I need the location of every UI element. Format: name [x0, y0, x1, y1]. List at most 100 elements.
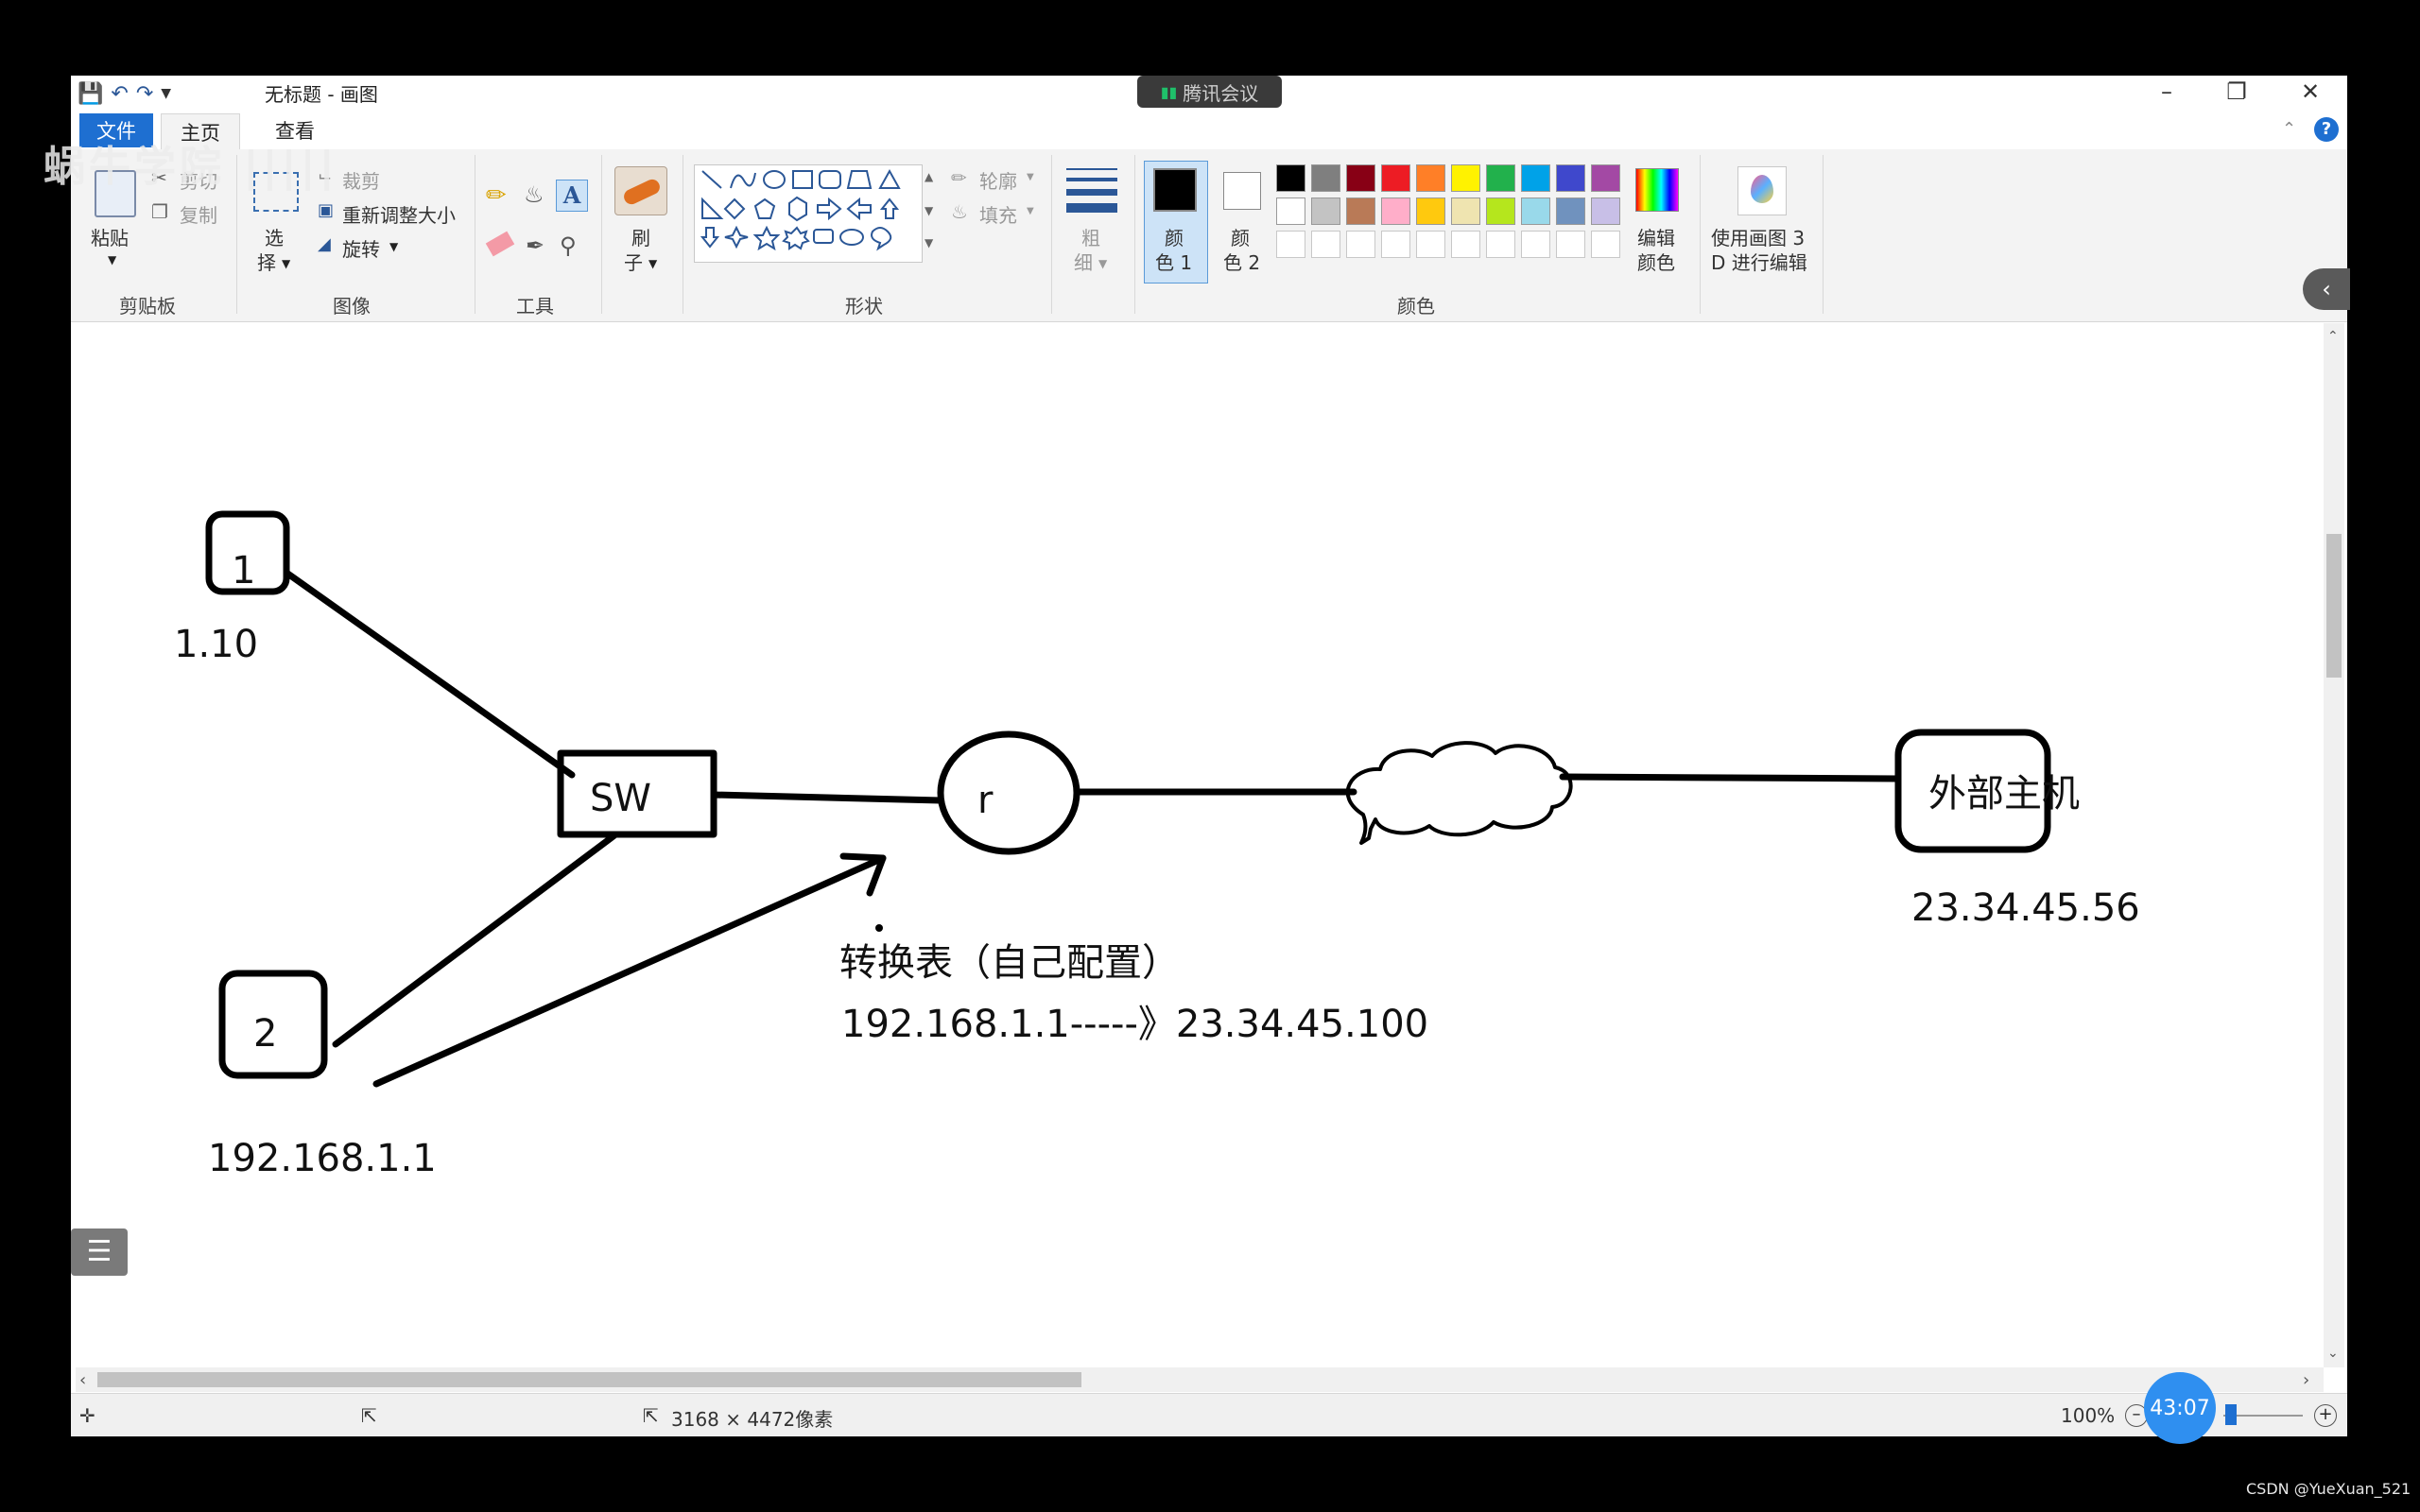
paint3d-button-line1[interactable]: 使用画图 3 [1711, 227, 1806, 249]
cut-button[interactable]: 剪切 [180, 170, 217, 193]
color-swatch[interactable] [1416, 198, 1445, 225]
color-swatch[interactable] [1521, 164, 1550, 192]
color-swatch[interactable] [1311, 198, 1340, 225]
zoom-slider[interactable] [2223, 1415, 2303, 1417]
color-swatch[interactable] [1486, 198, 1515, 225]
restore-button[interactable]: ❐ [2226, 78, 2247, 105]
magnifier-icon[interactable]: ⚲ [560, 232, 577, 259]
custom-color-slot[interactable] [1451, 231, 1480, 258]
horizontal-scroll-thumb[interactable] [97, 1372, 1081, 1387]
rotate-dropdown-icon[interactable]: ▼ [389, 240, 399, 253]
color-swatch[interactable] [1346, 164, 1375, 192]
custom-color-slot[interactable] [1311, 231, 1340, 258]
collapse-ribbon-icon[interactable]: ⌃ [2282, 119, 2297, 139]
color-swatch[interactable] [1591, 164, 1620, 192]
text-tool-icon[interactable]: A [556, 180, 588, 212]
resize-icon[interactable]: ▣ [318, 200, 335, 220]
vertical-scrollbar[interactable] [2324, 323, 2344, 1367]
drawing-canvas[interactable] [76, 323, 2324, 1367]
close-button[interactable]: ✕ [2300, 78, 2321, 105]
tab-file[interactable]: 文件 [79, 113, 153, 147]
help-button[interactable]: ? [2314, 117, 2339, 142]
shapes-expand-icon[interactable]: ▼ [925, 236, 934, 249]
color-swatch[interactable] [1381, 198, 1410, 225]
paint3d-icon[interactable] [1737, 166, 1787, 215]
custom-color-slot[interactable] [1486, 231, 1515, 258]
crop-button[interactable]: 裁剪 [342, 170, 380, 193]
edit-colors-top[interactable]: 编辑 [1637, 227, 1675, 249]
custom-color-slot[interactable] [1556, 231, 1585, 258]
scroll-right-icon[interactable]: › [2303, 1370, 2310, 1390]
select-button-top[interactable]: 选 [265, 227, 284, 249]
copy-icon[interactable]: ❐ [151, 200, 168, 223]
size-icon[interactable] [1066, 168, 1117, 213]
color2-label-top[interactable]: 颜 [1231, 227, 1250, 249]
minimize-button[interactable]: – [2161, 78, 2172, 105]
shapes-scroll-up-icon[interactable]: ▲ [925, 170, 934, 183]
custom-color-slot[interactable] [1381, 231, 1410, 258]
color-swatch[interactable] [1276, 198, 1305, 225]
fill-button[interactable]: 填充 [979, 204, 1017, 227]
paste-dropdown-icon[interactable]: ▼ [108, 253, 117, 266]
fill-bucket-icon[interactable]: ♨ [524, 181, 544, 208]
crop-icon[interactable]: ⌙ [318, 166, 333, 186]
fill-dropdown-icon[interactable]: ▼ [1027, 206, 1034, 216]
tab-home[interactable]: 主页 [161, 113, 240, 150]
brushes-button-bottom[interactable]: 子 [624, 251, 643, 274]
save-icon[interactable]: 💾 [78, 81, 104, 106]
custom-color-slot[interactable] [1521, 231, 1550, 258]
outline-icon[interactable]: ✏ [951, 166, 967, 189]
select-icon[interactable] [253, 172, 299, 212]
color-picker-icon[interactable]: ✒ [526, 232, 545, 259]
zoom-slider-thumb[interactable] [2225, 1404, 2237, 1425]
color-swatch[interactable] [1346, 198, 1375, 225]
color-swatch[interactable] [1381, 164, 1410, 192]
color2-swatch[interactable] [1223, 172, 1261, 210]
select-dropdown-icon[interactable]: ▼ [282, 257, 291, 270]
scroll-left-icon[interactable]: ‹ [79, 1370, 87, 1390]
edit-colors-bottom[interactable]: 颜色 [1637, 251, 1675, 274]
color-swatch[interactable] [1591, 198, 1620, 225]
brushes-button-top[interactable]: 刷 [631, 227, 650, 249]
scroll-up-icon[interactable]: ⌃ [2327, 329, 2339, 344]
side-panel-toggle[interactable]: ‹ [2303, 268, 2350, 310]
custom-color-slot[interactable] [1416, 231, 1445, 258]
tab-view[interactable]: 查看 [275, 120, 315, 143]
color-swatch[interactable] [1486, 164, 1515, 192]
color-swatch[interactable] [1311, 164, 1340, 192]
paste-button[interactable]: 粘贴 [91, 227, 129, 249]
custom-color-slot[interactable] [1591, 231, 1620, 258]
paste-icon[interactable] [95, 170, 136, 217]
outline-button[interactable]: 轮廓 [979, 170, 1017, 193]
color-swatch[interactable] [1556, 164, 1585, 192]
color2-label-bottom[interactable]: 色 2 [1223, 251, 1261, 274]
vertical-scroll-thumb[interactable] [2326, 534, 2342, 678]
color-swatch[interactable] [1416, 164, 1445, 192]
edit-colors-icon[interactable] [1635, 168, 1679, 212]
size-button-top[interactable]: 粗 [1081, 227, 1100, 249]
size-button-bottom[interactable]: 细 [1074, 251, 1093, 274]
color-swatch[interactable] [1451, 164, 1480, 192]
pencil-icon[interactable]: ✏ [486, 181, 507, 210]
meeting-badge[interactable]: ▮▮ 腾讯会议 [1137, 76, 1282, 108]
brushes-dropdown-icon[interactable]: ▼ [648, 257, 658, 270]
color-swatch[interactable] [1521, 198, 1550, 225]
shapes-gallery[interactable] [694, 164, 923, 263]
redo-icon[interactable]: ↷ [135, 81, 154, 106]
shapes-scroll-down-icon[interactable]: ▼ [925, 204, 934, 217]
color-swatch[interactable] [1276, 164, 1305, 192]
copy-button[interactable]: 复制 [180, 204, 217, 227]
scroll-down-icon[interactable]: ⌄ [2327, 1346, 2339, 1361]
brush-icon[interactable] [614, 166, 667, 215]
select-button-bottom[interactable]: 择 [257, 251, 276, 274]
customize-qat-icon[interactable]: ▼ [161, 86, 172, 101]
rotate-button[interactable]: 旋转 [342, 238, 380, 261]
color-swatch[interactable] [1451, 198, 1480, 225]
undo-icon[interactable]: ↶ [111, 81, 129, 106]
cut-icon[interactable]: ✂ [151, 166, 167, 189]
custom-color-slot[interactable] [1276, 231, 1305, 258]
rotate-icon[interactable]: ◢ [318, 234, 331, 254]
color-swatch[interactable] [1556, 198, 1585, 225]
size-dropdown-icon[interactable]: ▼ [1098, 257, 1108, 270]
paint3d-button-line2[interactable]: D 进行编辑 [1711, 251, 1807, 274]
